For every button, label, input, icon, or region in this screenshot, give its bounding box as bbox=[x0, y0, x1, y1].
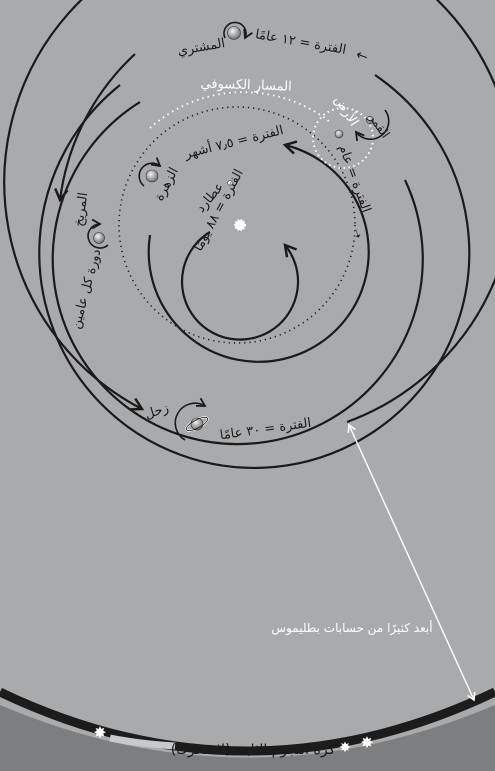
star-2-icon: ✸ bbox=[339, 740, 351, 756]
sun-icon bbox=[235, 220, 245, 230]
saturn-icon bbox=[185, 415, 210, 433]
earth-icon bbox=[335, 130, 343, 138]
venus-orbit bbox=[149, 145, 369, 362]
jupiter-icon bbox=[228, 27, 241, 40]
saturn-label: زحل bbox=[143, 401, 171, 423]
mars-label: المريخ bbox=[72, 191, 92, 227]
jupiter-period-label: الفترة = ١٢ عامًا bbox=[254, 27, 347, 58]
venus-icon bbox=[146, 170, 158, 182]
mars-period-label: دورة كل عامين bbox=[69, 247, 105, 330]
star-3-icon: ✸ bbox=[360, 733, 373, 752]
distance-arrow bbox=[349, 425, 474, 700]
venus-period-label: الفترة = ٧٫٥ أشهر bbox=[182, 121, 285, 162]
venus-label: الزهرة bbox=[152, 165, 182, 203]
jupiter-label: المشتري bbox=[176, 36, 226, 59]
ecliptic-white-arc bbox=[150, 92, 330, 128]
year-arrow-icon: ➝ bbox=[349, 226, 366, 240]
star-1-icon: ✸ bbox=[93, 723, 106, 742]
distance-note: أبعد كثيرًا من حسابات بطليموس bbox=[271, 620, 432, 636]
earth-label: الأرض bbox=[331, 92, 363, 129]
fixed-stars-band bbox=[0, 705, 495, 771]
saturn-period-label: الفترة = ٣٠ عامًا bbox=[219, 416, 312, 444]
mars-icon bbox=[94, 233, 105, 244]
fixed-stars-label: كرة النجوم الثابتة (لا تتحرك) bbox=[171, 742, 336, 758]
jupiter-arrow-icon: ← bbox=[354, 47, 370, 66]
ecliptic-label: المسار الكسوفي bbox=[200, 76, 292, 94]
